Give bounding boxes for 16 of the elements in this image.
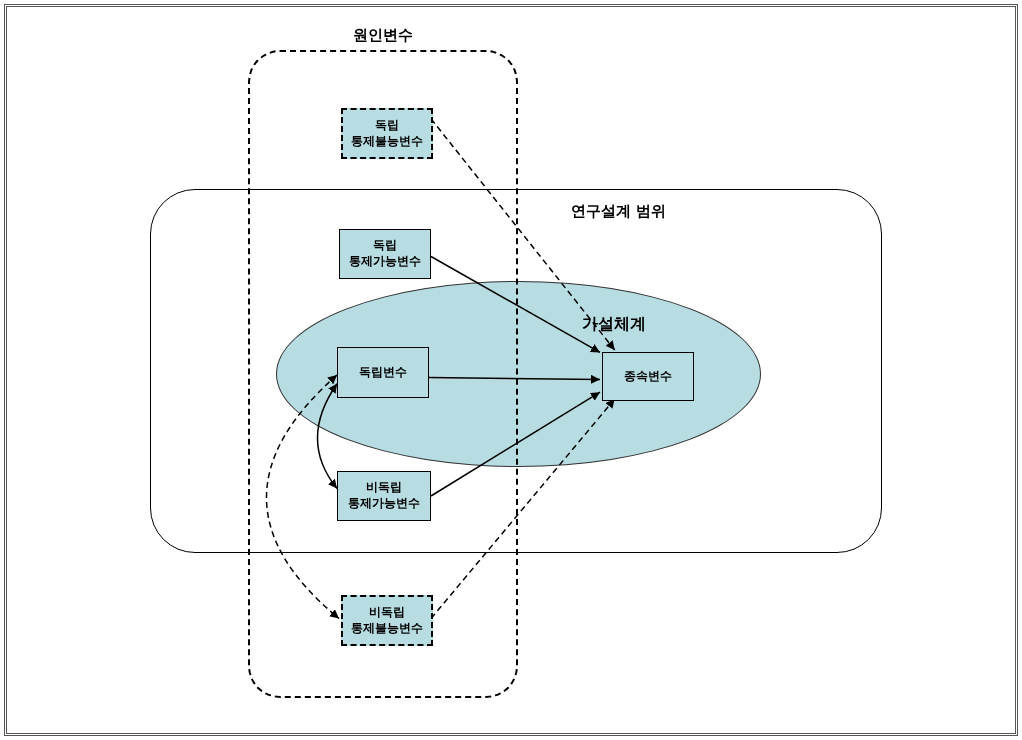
arrow [430, 255, 601, 354]
ellipse-title: 가설체계 [582, 313, 646, 335]
arrow [428, 374, 601, 384]
arrow [265, 374, 340, 620]
variable-box: 독립 통제가능변수 [339, 229, 431, 279]
variable-box: 독립변수 [337, 347, 429, 398]
group-title: 원인변수 [353, 25, 413, 46]
variable-box: 종속변수 [602, 352, 694, 401]
arrow [316, 382, 338, 490]
arrow [430, 118, 616, 351]
variable-box: 독립 통제불능변수 [341, 108, 433, 159]
variable-box: 비독립 통제가능변수 [337, 471, 431, 521]
arrow [430, 398, 616, 620]
group-title: 연구설계 범위 [571, 201, 667, 222]
variable-box: 비독립 통제불능변수 [341, 595, 433, 646]
arrow [430, 391, 601, 497]
